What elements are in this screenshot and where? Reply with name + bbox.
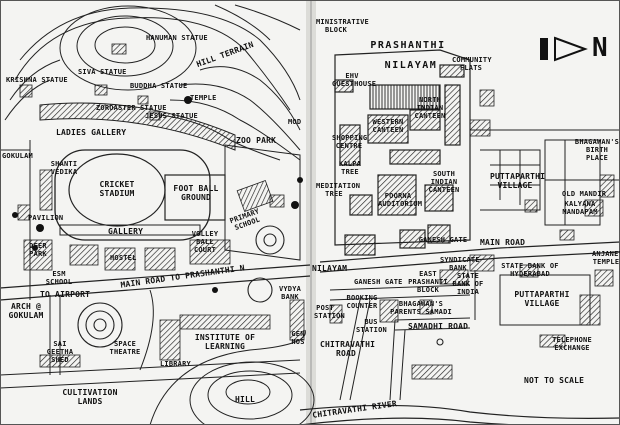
label-to-airport: TO AIRPORT — [40, 290, 91, 299]
buildings-right — [329, 89, 615, 380]
label-shanti-vedika: SHANTI VEDIKA — [50, 160, 78, 176]
label-prashanthi: PRASHANTHI — [370, 40, 446, 51]
label-jesus: JESUS STATUE — [145, 112, 198, 120]
label-south-indian: SOUTH INDIAN CANTEEN — [428, 170, 460, 194]
label-puttaparthi-bottom: PUTTAPARTHI VILLAGE — [514, 290, 570, 308]
label-vydyagiri: VYDYA BANK — [278, 285, 302, 301]
label-chitravathi-road: CHITRAVATHI ROAD — [320, 340, 376, 358]
label-zoroaster: ZOROASTER STATUE — [96, 104, 167, 112]
tree-icons-left — [12, 96, 303, 293]
label-kalpatharu: KALPA TREE — [338, 160, 362, 176]
label-not-to-scale: NOT TO SCALE — [524, 376, 585, 385]
label-north-indian: NORTH INDIAN CANTEEN — [414, 96, 446, 120]
label-ganesh-gate-top: GANESH GATE — [418, 236, 468, 244]
label-birth-place: BHAGAWAN'S BIRTH PLACE — [574, 138, 620, 162]
label-cricket: CRICKET STADIUM — [99, 180, 135, 198]
label-pavilion: PAVILION — [28, 214, 64, 222]
label-gallery: GALLERY — [108, 227, 144, 236]
north-arrow-icon — [540, 36, 588, 62]
label-zoo-park: ZOO PARK — [236, 136, 277, 145]
label-post-station: POST STATION — [314, 304, 345, 320]
chitravathi-river — [299, 404, 620, 425]
label-east-prashanti: EAST PRASHANTI BLOCK — [408, 270, 448, 294]
label-krishna: KRISHNA STATUE — [6, 76, 68, 84]
main-road — [0, 241, 620, 301]
label-poornachandra: POORNA AUDITORIUM — [378, 192, 423, 208]
ladies-gallery — [39, 102, 236, 151]
prashanthi-compound — [334, 49, 471, 256]
label-community-flats: COMMUNITY FLATS — [452, 56, 492, 72]
label-administrative: MINISTRATIVE BLOCK — [316, 18, 369, 34]
label-volleyball: VOLLEY BALL COURT — [191, 230, 219, 254]
label-meditation-tree: MEDITATION TREE — [316, 182, 361, 198]
label-booking-counter: BOOKING COUNTER — [346, 294, 378, 310]
village-plots — [329, 129, 620, 401]
buildings-left — [17, 43, 305, 368]
label-arch-gokulam: ARCH @ GOKULAM — [8, 302, 44, 320]
label-deer-park: DEER PARK — [29, 242, 47, 258]
hill-contours-top — [4, 4, 301, 161]
label-bus-station: BUS STATION — [356, 318, 387, 334]
label-main-road-right: MAIN ROAD — [480, 238, 526, 247]
label-old-mandir: OLD MANDIR — [562, 190, 607, 198]
roundabouts — [77, 225, 444, 348]
label-syndicate: SYNDICATE BANK — [440, 256, 480, 272]
zoo-boundary — [224, 144, 301, 261]
label-shopping: SHOPPING CENTRE — [332, 134, 368, 150]
label-ehv: EHV GUESTHOUSE — [332, 72, 377, 88]
roads-left — [0, 140, 301, 389]
label-nilayam: NILAYAM — [384, 60, 438, 71]
label-esm-school: ESM SCHOOL — [45, 270, 73, 286]
page-spine — [306, 0, 316, 425]
label-samadhi-road: SAMADHI ROAD — [408, 322, 469, 331]
label-gokulam: GOKULAM — [2, 152, 33, 160]
label-cultivation: CULTIVATION LANDS — [62, 388, 118, 406]
label-hill: HILL — [235, 395, 256, 404]
label-mod: MOD — [288, 118, 302, 126]
label-telephone: TELEPHONE EXCHANGE — [552, 336, 592, 352]
label-western-canteen: WESTERN CANTEEN — [372, 118, 404, 134]
label-buddha: BUDDHA STATUE — [130, 82, 188, 90]
label-hostel: HOSTEL — [110, 254, 137, 262]
label-anjaneya: ANJANEYA TEMPLE — [592, 250, 620, 266]
label-kalyana: KALYANA MANDAPAM — [562, 200, 598, 216]
north-arrow-letter: N — [592, 33, 608, 63]
label-parents-samadi: BHAGAWAN'S PARENTS SAMADI — [390, 300, 452, 316]
label-siva: SIVA STATUE — [78, 68, 127, 76]
label-institute: INSTITUTE OF LEARNING — [194, 333, 256, 351]
label-sbh: STATE BANK OF HYDERABAD — [501, 262, 559, 278]
label-space-theatre: SPACE THEATRE — [109, 340, 141, 356]
label-sbi: STATE BANK OF INDIA — [452, 272, 484, 296]
label-hanuman: HANUMAN STATUE — [146, 34, 208, 42]
label-nilayam-left: NILAYAM — [312, 264, 348, 273]
label-football: FOOT BALL GROUND — [173, 184, 219, 202]
label-sai-geetha: SAI GEETHA SHED — [46, 340, 74, 364]
label-temple: TEMPLE — [190, 94, 217, 102]
label-puttaparthi-top: PUTTAPARTHI VILLAGE — [490, 172, 546, 190]
label-library: LIBRARY — [160, 360, 191, 368]
label-ganesh-gate-bottom: GANESH GATE — [354, 278, 403, 286]
label-ladies-gallery: LADIES GALLERY — [56, 128, 127, 137]
label-gen-hospital: GEN HOS — [291, 330, 305, 346]
